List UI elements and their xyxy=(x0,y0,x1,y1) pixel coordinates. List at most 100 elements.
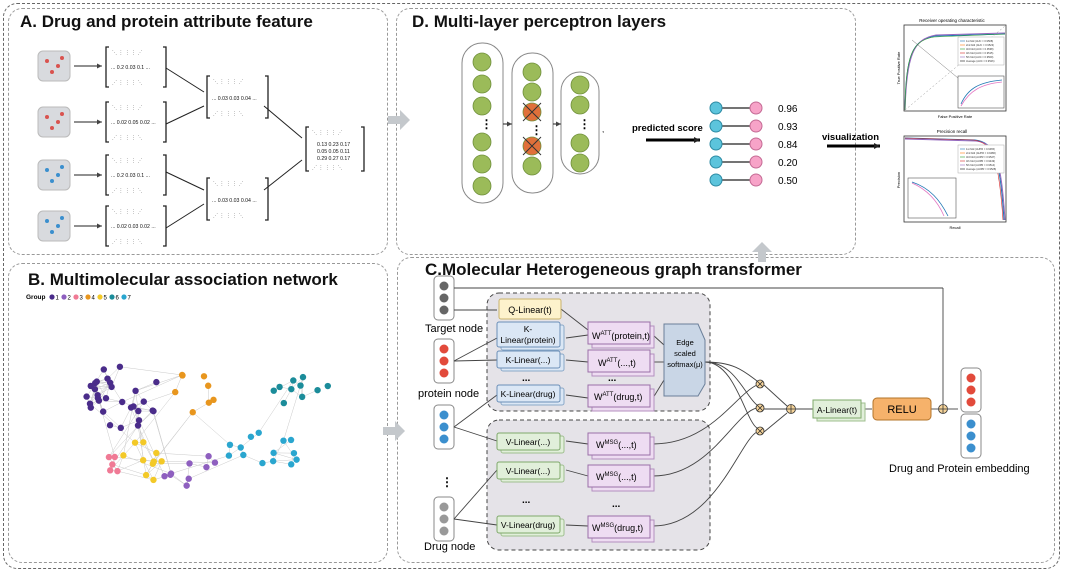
mlp-node xyxy=(522,156,542,176)
node-ellipsis: ⋮ xyxy=(441,475,453,489)
w-msg-dots: ... xyxy=(612,499,621,510)
plot-legend-entry: 3rd fold (AUC = 0.9538) xyxy=(966,47,994,51)
pr-title: Precision recall xyxy=(937,129,968,134)
network-node xyxy=(210,396,217,404)
mlp-node xyxy=(570,153,590,173)
plot-legend-entry: 2nd fold (AUPR = 0.9486) xyxy=(966,151,996,155)
w-msg-1-label: WMSG(...,t) xyxy=(596,440,637,450)
score-drug-node xyxy=(709,101,723,115)
network-node xyxy=(247,433,255,440)
matrix-final-1: 0.13 0.23 0.17 xyxy=(317,142,350,148)
molecule-thumb-1 xyxy=(37,50,71,82)
molecule-thumbnails xyxy=(37,50,71,242)
network-node xyxy=(288,461,295,468)
matrix-final-3: 0.29 0.27 0.17 xyxy=(317,156,350,162)
molecule-thumb-2 xyxy=(37,106,71,138)
multiply-marks xyxy=(756,380,764,435)
output-node-stacks xyxy=(960,367,982,459)
k-linear-drug-label: K-Linear(drug) xyxy=(501,389,556,399)
network-node xyxy=(158,458,165,465)
matrix-row-2: ... 0.02 0.05 0.02 ... xyxy=(111,120,156,126)
plot-legend-entry: 5th fold (AUPR = 0.9514) xyxy=(966,163,995,167)
mlp-ellipsis: ⋮ xyxy=(531,123,543,137)
a-linear-label: A-Linear(t) xyxy=(817,405,857,415)
matrix-mid-2: ... 0.03 0.03 0.04 ... xyxy=(212,198,257,204)
legend-label-6: 6 xyxy=(116,296,120,302)
q-linear-box xyxy=(498,298,562,320)
network-node xyxy=(111,453,118,461)
score-drug-node xyxy=(709,173,723,187)
plot-legend-entry: Average (AUC = 0.9526) xyxy=(966,59,995,63)
relu-label: RELU xyxy=(887,404,916,416)
network-node xyxy=(116,363,124,370)
network-node xyxy=(293,456,300,463)
svg-text:⋱ ⋮ ⋮ ⋮ ⋰: ⋱ ⋮ ⋮ ⋮ ⋰ xyxy=(213,181,244,187)
plot-legend-entry: 5th fold (AUC = 0.9509) xyxy=(966,55,993,59)
network-node xyxy=(288,385,295,393)
w-msg-2-label: WMSG(...,t) xyxy=(596,472,637,482)
plot-legend-entry: Average (AUPR = 0.9528) xyxy=(966,167,996,171)
network-node xyxy=(140,398,147,405)
network-node xyxy=(150,476,157,484)
mlp-node xyxy=(570,133,590,153)
network-node xyxy=(189,409,196,416)
network-node xyxy=(225,452,233,459)
association-network xyxy=(83,363,331,489)
mlp-node xyxy=(472,52,492,72)
mlp-node xyxy=(472,74,492,94)
relu-box xyxy=(872,397,932,421)
k-linear-drug-box xyxy=(496,384,565,406)
network-node xyxy=(240,451,247,459)
network-node xyxy=(99,408,107,415)
network-node xyxy=(104,375,111,382)
network-node xyxy=(132,387,139,395)
network-node xyxy=(153,449,160,457)
legend-swatch-3 xyxy=(73,294,79,300)
network-node xyxy=(299,373,307,381)
network-node xyxy=(114,467,121,475)
panel-a-arrows xyxy=(74,63,303,229)
mlp-node xyxy=(522,82,542,102)
target-node-label: Target node xyxy=(425,323,483,335)
network-node xyxy=(94,394,102,402)
arrow-a-to-d xyxy=(388,110,410,130)
score-value: 0.84 xyxy=(778,140,798,151)
network-node xyxy=(298,393,306,401)
network-node xyxy=(93,378,100,385)
mlp-node xyxy=(472,132,492,152)
svg-text:⋱ ⋮ ⋮ ⋮ ⋰: ⋱ ⋮ ⋮ ⋮ ⋰ xyxy=(112,158,143,164)
legend-swatch-6 xyxy=(109,294,115,300)
score-protein-node xyxy=(749,101,763,115)
network-node xyxy=(106,467,114,474)
w-msg-boxes xyxy=(587,432,655,543)
matrix-row-3: ... 0.2 0.03 0.1 ... xyxy=(111,173,150,179)
add-op-1 xyxy=(786,404,796,414)
network-node xyxy=(269,457,277,465)
network-node xyxy=(185,475,192,482)
network-node xyxy=(270,449,277,457)
v-linear-1-label: V-Linear(...) xyxy=(506,437,551,447)
matrix-values: ... 0.2 0.03 0.1 ... ... 0.02 0.05 0.02 … xyxy=(111,65,350,230)
network-node xyxy=(259,459,266,467)
w-att-dots: ... xyxy=(608,373,617,384)
connections xyxy=(453,287,958,527)
network-node xyxy=(161,472,168,480)
legend-label-3: 3 xyxy=(80,296,84,302)
network-node xyxy=(280,437,287,444)
network-node xyxy=(237,444,244,451)
matrix-brackets xyxy=(105,46,365,247)
network-node xyxy=(204,382,212,389)
network-node xyxy=(200,373,208,380)
k-linear-protein-label-a: K- xyxy=(524,324,533,334)
network-node xyxy=(287,436,295,444)
score-value: 0.93 xyxy=(778,122,798,133)
output-label: Drug and Protein embedding xyxy=(889,463,1030,475)
softmax-label-2: scaled xyxy=(674,349,696,358)
target-node-stack xyxy=(433,275,455,321)
panel-a xyxy=(8,8,388,255)
score-protein-node xyxy=(749,137,763,151)
mlp-node xyxy=(472,176,492,196)
network-node xyxy=(120,452,127,459)
network-node xyxy=(172,388,179,396)
softmax-block xyxy=(663,323,706,397)
